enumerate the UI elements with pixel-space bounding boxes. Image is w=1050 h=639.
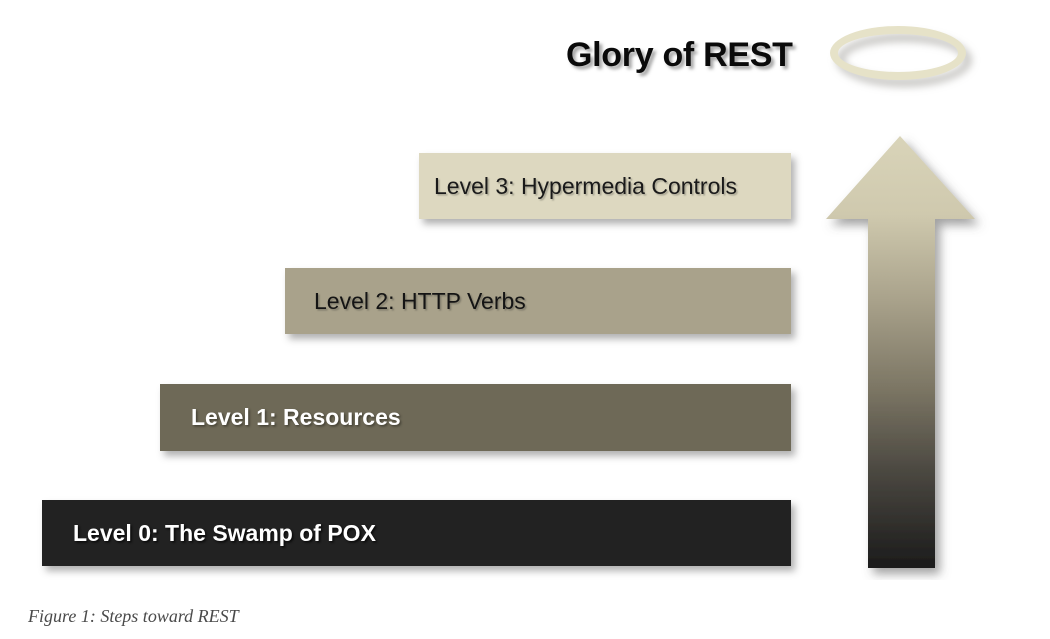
figure-caption: Figure 1: Steps toward REST xyxy=(28,606,239,626)
step-bar-level-1: Level 1: Resources xyxy=(160,384,791,451)
up-arrow-shape xyxy=(826,136,975,568)
step-bar-level-0-label: Level 0: The Swamp of POX xyxy=(73,519,376,546)
up-arrow-icon xyxy=(815,128,990,580)
page-title: Glory of REST xyxy=(566,36,793,74)
step-bar-level-2: Level 2: HTTP Verbs xyxy=(285,268,791,334)
step-bar-level-1-label: Level 1: Resources xyxy=(191,404,401,430)
step-bar-level-3-label: Level 3: Hypermedia Controls xyxy=(434,172,737,199)
step-bar-level-3: Level 3: Hypermedia Controls xyxy=(419,153,791,219)
step-bar-level-0: Level 0: The Swamp of POX xyxy=(42,500,791,566)
halo-ring-icon xyxy=(828,24,974,90)
halo-ring-shape xyxy=(830,26,966,80)
step-bar-level-2-label: Level 2: HTTP Verbs xyxy=(314,287,526,314)
